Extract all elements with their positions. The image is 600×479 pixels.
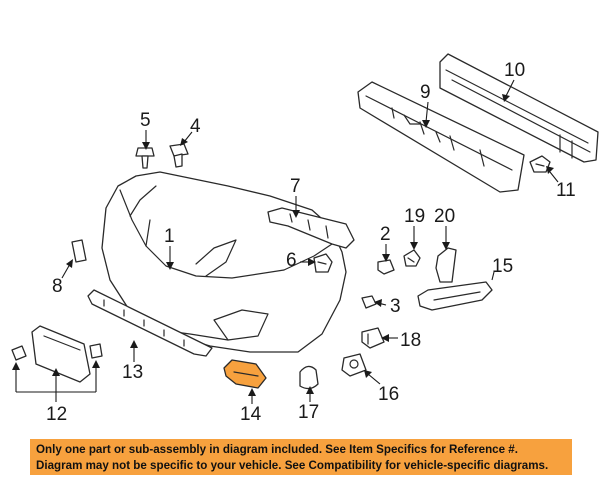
disclaimer-banner: Only one part or sub-assembly in diagram…: [30, 439, 572, 475]
part-8-bracket: [71, 239, 87, 263]
part-15-side-bracket: [417, 281, 493, 311]
part-10-reinforcement: [439, 53, 599, 163]
part-5-fastener: [135, 147, 155, 169]
callout-3: 3: [390, 296, 401, 317]
callout-17: 17: [298, 402, 319, 423]
callout-16: 16: [378, 384, 399, 405]
callout-1: 1: [164, 226, 175, 247]
callout-10: 10: [504, 60, 525, 81]
callout-14: 14: [240, 404, 262, 425]
callout-18: 18: [400, 330, 421, 351]
part-20-bracket: [435, 247, 457, 283]
part-17-sensor: [299, 365, 319, 390]
callout-7: 7: [290, 176, 301, 197]
part-13-lower-molding: [87, 289, 213, 357]
disclaimer-line-1: Only one part or sub-assembly in diagram…: [36, 443, 518, 456]
callout-12: 12: [46, 404, 67, 425]
callout-6: 6: [286, 250, 297, 271]
callout-20: 20: [434, 206, 455, 227]
part-4-fastener: [169, 143, 189, 168]
callout-9: 9: [420, 82, 431, 103]
callout-5: 5: [140, 110, 151, 131]
part-12-license-bracket: [11, 325, 103, 383]
disclaimer-line-2: Diagram may not be specific to your vehi…: [36, 458, 549, 472]
callout-11: 11: [556, 180, 576, 201]
callout-19: 19: [404, 206, 425, 227]
part-7-bracket: [267, 207, 355, 249]
callout-15: 15: [492, 256, 513, 277]
part-14-highlighted: [223, 359, 267, 389]
callout-13: 13: [122, 362, 143, 383]
part-3-bolt: [361, 295, 377, 309]
part-19-clip: [403, 249, 421, 267]
part-2-clip: [377, 259, 395, 275]
part-18-bracket: [361, 327, 385, 349]
callout-4: 4: [190, 116, 201, 137]
part-6-retainer: [313, 253, 333, 273]
part-9-absorber: [357, 81, 525, 193]
part-16-sensor-bracket: [341, 353, 367, 377]
callout-labels: 1 2 3 4 5 6 7 8 9 10 11 12 13 14 15 16 1…: [46, 60, 576, 425]
callout-8: 8: [52, 276, 63, 297]
callout-2: 2: [380, 224, 391, 245]
leader-lines: [12, 79, 559, 404]
